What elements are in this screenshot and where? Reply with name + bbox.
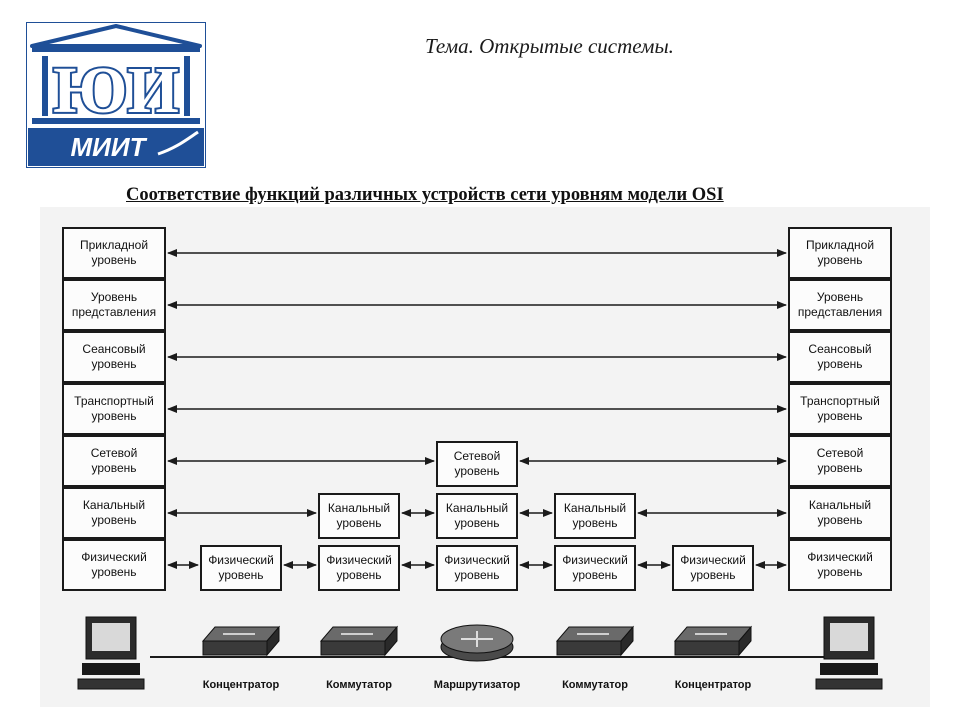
hub-icon (673, 625, 753, 657)
right-stack-layer: Уровень представления (788, 279, 892, 331)
computer-icon (815, 616, 883, 690)
computer-icon (77, 616, 145, 690)
router-icon (440, 624, 514, 662)
device-layer-box: Канальный уровень (318, 493, 400, 539)
left-stack-layer: Сеансовый уровень (62, 331, 166, 383)
logo-top-letters: ЮИ (53, 54, 179, 127)
right-stack-layer: Транспортный уровень (788, 383, 892, 435)
left-stack-layer: Канальный уровень (62, 487, 166, 539)
device-layer-box: Физический уровень (318, 545, 400, 591)
switch-icon (555, 625, 635, 657)
device-label: Концентратор (202, 679, 280, 691)
device-layer-box: Сетевой уровень (436, 441, 518, 487)
left-stack-layer: Прикладной уровень (62, 227, 166, 279)
university-logo-icon: ЮИ МИИТ (25, 21, 207, 169)
right-stack-layer: Физический уровень (788, 539, 892, 591)
device-layer-box: Физический уровень (436, 545, 518, 591)
device-label: Коммутатор (326, 679, 392, 691)
left-stack-layer: Уровень представления (62, 279, 166, 331)
right-stack-layer: Прикладной уровень (788, 227, 892, 279)
device-label: Концентратор (674, 679, 752, 691)
device-layer-box: Физический уровень (554, 545, 636, 591)
logo-bottom-letters: МИИТ (71, 132, 148, 162)
device-layer-box: Физический уровень (200, 545, 282, 591)
device-layer-box: Физический уровень (672, 545, 754, 591)
switch-icon (319, 625, 399, 657)
diagram-heading: Соответствие функций различных устройств… (126, 185, 724, 205)
left-stack-layer: Сетевой уровень (62, 435, 166, 487)
right-stack-layer: Сетевой уровень (788, 435, 892, 487)
device-layer-box: Канальный уровень (436, 493, 518, 539)
left-stack-layer: Физический уровень (62, 539, 166, 591)
page-topic: Тема. Открытые системы. (425, 34, 674, 58)
device-label: Маршрутизатор (433, 679, 521, 691)
right-stack-layer: Сеансовый уровень (788, 331, 892, 383)
diagram-connections (77, 249, 883, 690)
hub-icon (201, 625, 281, 657)
left-stack-layer: Транспортный уровень (62, 383, 166, 435)
device-label: Коммутатор (562, 679, 628, 691)
device-layer-box: Канальный уровень (554, 493, 636, 539)
right-stack-layer: Канальный уровень (788, 487, 892, 539)
